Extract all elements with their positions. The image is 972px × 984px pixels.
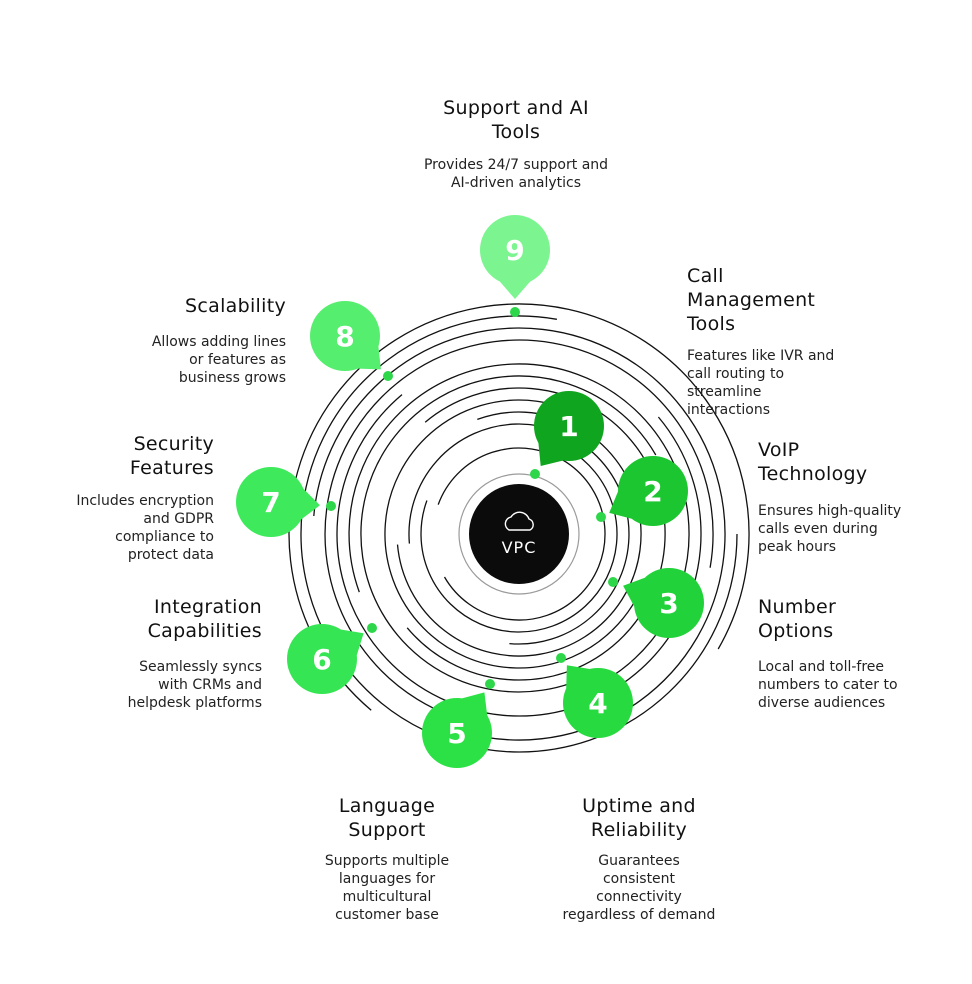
feature-2-badge: 2 xyxy=(609,456,688,526)
ring-arc-3 xyxy=(408,423,630,645)
feature-4-badge: 4 xyxy=(563,665,633,738)
vpc-hub: VPC xyxy=(469,484,569,584)
feature-9-description: Provides 24/7 support and AI-driven anal… xyxy=(423,157,609,191)
feature-6-badge: 6 xyxy=(287,624,364,694)
feature-6-number: 6 xyxy=(312,643,331,676)
feature-3-badge: 3 xyxy=(623,568,704,638)
feature-1-number: 1 xyxy=(559,410,578,443)
feature-5-description: Supports multiple languages for multicul… xyxy=(324,853,450,923)
connector-dot-9 xyxy=(510,307,520,317)
feature-2-title: VoIP Technology xyxy=(758,439,868,485)
connector-dot-8 xyxy=(383,371,393,381)
feature-8-description: Allows adding lines or features as busin… xyxy=(151,334,286,386)
feature-8-badge: 8 xyxy=(310,301,381,371)
connector-dot-4 xyxy=(556,653,566,663)
feature-6-description: Seamlessly syncs with CRMs and helpdesk … xyxy=(127,659,262,711)
feature-4-description: Guarantees consistent connectivity regar… xyxy=(562,853,716,923)
feature-4-title: Uptime and Reliability xyxy=(582,795,696,841)
feature-9-badge: 9 xyxy=(480,215,550,299)
hub-label: VPC xyxy=(501,538,537,557)
connector-dot-3 xyxy=(608,577,618,587)
feature-7-title: Security Features xyxy=(129,433,214,479)
call-management-description: Features like IVR and call routing to st… xyxy=(687,348,835,418)
feature-8-number: 8 xyxy=(335,320,354,353)
ring-arc-2 xyxy=(420,448,618,633)
connector-dot-2 xyxy=(596,512,606,522)
ring-arc-13 xyxy=(288,303,750,711)
ring-arc-5 xyxy=(384,399,646,669)
feature-3-description: Local and toll-free numbers to cater to … xyxy=(758,659,898,711)
ring-arc-9 xyxy=(336,394,702,717)
feature-7-description: Includes encryption and GDPR compliance … xyxy=(76,493,214,563)
feature-1-badge: 1 xyxy=(534,391,604,466)
connector-dot-5 xyxy=(485,679,495,689)
feature-4-number: 4 xyxy=(588,687,607,720)
ring-arc-7 xyxy=(360,375,657,693)
feature-5-title: Language Support xyxy=(338,795,436,841)
feature-9-title: Support and AI Tools xyxy=(443,97,589,143)
feature-6-title: Integration Capabilities xyxy=(147,596,262,642)
feature-2-number: 2 xyxy=(643,475,662,508)
cloud-icon xyxy=(504,511,534,531)
connector-dot-1 xyxy=(530,469,540,479)
inner-ring xyxy=(458,473,580,595)
connector-dot-6 xyxy=(367,623,377,633)
feature-7-badge: 7 xyxy=(236,467,320,537)
connector-dot-7 xyxy=(326,501,336,511)
feature-3-title: Number Options xyxy=(758,596,837,642)
feature-9-number: 9 xyxy=(505,234,524,267)
feature-7-number: 7 xyxy=(261,486,280,519)
ring-arc-10 xyxy=(324,339,714,726)
ring-arc-11 xyxy=(313,327,726,741)
feature-8-title: Scalability xyxy=(185,295,286,317)
feature-5-number: 5 xyxy=(447,717,466,750)
ring-arc-1 xyxy=(437,447,606,621)
call-management-title: Call Management Tools xyxy=(687,265,816,335)
ring-arc-6 xyxy=(406,387,666,681)
feature-5-badge: 5 xyxy=(422,692,492,768)
feature-3-number: 3 xyxy=(659,587,678,620)
feature-2-description: Ensures high-quality calls even during p… xyxy=(758,503,902,555)
